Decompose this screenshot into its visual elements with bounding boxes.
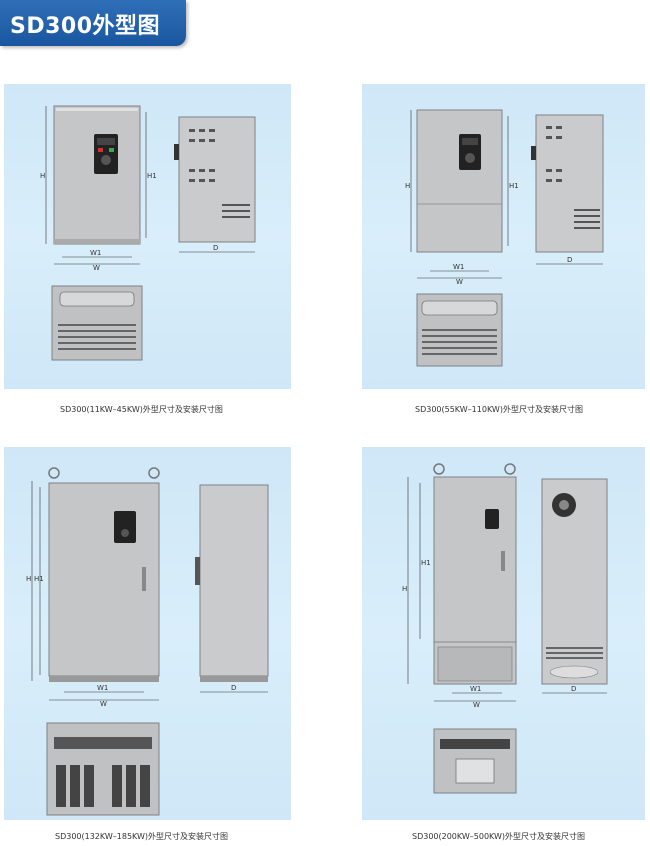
drawing-200kw-500kw: H H1 W1 W D — [402, 463, 608, 794]
caption-4: SD300(200KW–500KW)外型尺寸及安装尺寸图 — [412, 832, 586, 841]
d-label: D — [231, 684, 236, 692]
h1-label: H1 — [421, 559, 431, 567]
h-label: H — [402, 585, 407, 593]
h1-label: H1 — [34, 575, 44, 583]
caption-1: SD300(11KW–45KW)外型尺寸及安装尺寸图 — [60, 405, 223, 414]
w1-label: W1 — [453, 263, 464, 271]
page-title: SD300外型图 — [10, 14, 161, 39]
header-tab: SD300外型图 — [0, 0, 186, 46]
drawing-11kw-45kw: H H1 W1 W D — [40, 105, 256, 361]
front-view — [53, 105, 141, 245]
drawing-132kw-185kw: H H1 W1 W D — [26, 467, 269, 816]
side-view — [199, 484, 269, 677]
front-view — [48, 482, 160, 677]
diagram-panel-2: H H1 W1 W D — [362, 84, 645, 389]
w-label: W — [473, 701, 480, 709]
h-label: H — [40, 172, 45, 180]
h-label: H — [405, 182, 410, 190]
side-view — [541, 478, 608, 685]
side-view — [535, 114, 604, 253]
drawing-55kw-110kw: H H1 W1 W D — [405, 109, 604, 367]
diagram-panel-3: H H1 W1 W D — [4, 447, 291, 820]
h1-label: H1 — [147, 172, 157, 180]
d-label: D — [213, 244, 218, 252]
d-label: D — [567, 256, 572, 264]
caption-2: SD300(55KW–110KW)外型尺寸及安装尺寸图 — [415, 405, 583, 414]
w1-label: W1 — [90, 249, 101, 257]
d-label: D — [571, 685, 576, 693]
w-label: W — [93, 264, 100, 272]
keypad-icon — [114, 511, 136, 543]
caption-3: SD300(132KW–185KW)外型尺寸及安装尺寸图 — [55, 832, 229, 841]
front-view — [416, 109, 503, 253]
diagram-panel-1: H H1 W1 W D — [4, 84, 291, 389]
w1-label: W1 — [470, 685, 481, 693]
w1-label: W1 — [97, 684, 108, 692]
w-label: W — [100, 700, 107, 708]
keypad-icon — [485, 509, 499, 529]
w-label: W — [456, 278, 463, 286]
diagram-panel-4: H H1 W1 W D — [362, 447, 645, 820]
h1-label: H1 — [509, 182, 519, 190]
h-label: H — [26, 575, 31, 583]
